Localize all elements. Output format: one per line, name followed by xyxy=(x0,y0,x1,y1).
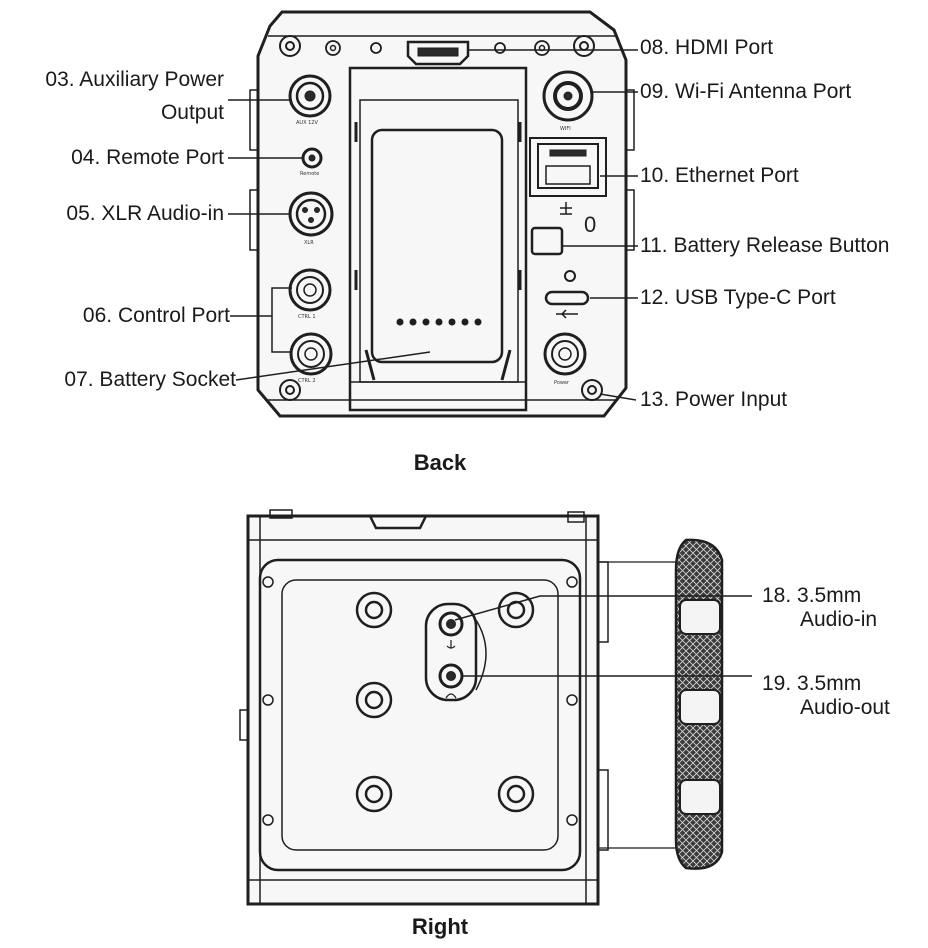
headphone-icon xyxy=(445,693,457,699)
right-view-body xyxy=(239,509,680,906)
label-audio-out-line1: 19. 3.5mm xyxy=(762,672,862,695)
wifi-antenna-port xyxy=(542,70,594,122)
label-remote-port: 04. Remote Port xyxy=(71,146,224,169)
label-battery-socket: 07. Battery Socket xyxy=(64,368,236,391)
label-usb-type-c-port: 12. USB Type-C Port xyxy=(640,286,836,309)
remote-port-text: Remote xyxy=(300,171,319,177)
ethernet-port xyxy=(529,137,607,197)
label-power-input: 13. Power Input xyxy=(640,388,788,411)
label-aux-power-line1: 03. Auxiliary Power xyxy=(45,68,224,91)
hdmi-port xyxy=(406,40,470,66)
label-aux-power-line2: Output xyxy=(160,101,224,124)
audio-jack-panel xyxy=(424,602,487,702)
caption-back: Back xyxy=(413,450,467,475)
network-icon xyxy=(560,202,572,215)
wifi-port-text: WIFI xyxy=(560,126,571,132)
battery-release-button xyxy=(530,226,564,256)
ctrl2-port-text: CTRL 2 xyxy=(298,378,316,384)
knurled-handle xyxy=(674,538,724,870)
label-battery-release-button: 11. Battery Release Button xyxy=(640,234,890,257)
zero-marking: 0 xyxy=(584,212,596,237)
ctrl1-port-text: CTRL 1 xyxy=(298,314,316,320)
label-audio-in-line2: Audio-in xyxy=(800,608,878,631)
label-audio-out-line2: Audio-out xyxy=(800,696,890,719)
control-port-1 xyxy=(288,268,332,312)
audio-in-jack xyxy=(438,611,464,637)
aux-power-port xyxy=(288,74,332,118)
usb-icon xyxy=(556,309,578,319)
microphone-icon xyxy=(446,640,456,649)
label-xlr-audio-in: 05. XLR Audio-in xyxy=(66,202,224,225)
label-control-port: 06. Control Port xyxy=(82,304,230,327)
back-leader-lines xyxy=(228,49,638,401)
aux-port-text: AUX 12V xyxy=(296,120,318,126)
indicator-led xyxy=(564,270,576,282)
remote-port xyxy=(301,147,323,169)
label-wifi-antenna-port: 09. Wi-Fi Antenna Port xyxy=(640,80,852,103)
label-ethernet-port: 10. Ethernet Port xyxy=(640,164,799,187)
caption-right: Right xyxy=(411,914,469,939)
usb-c-port xyxy=(544,290,590,306)
label-audio-in-line1: 18. 3.5mm xyxy=(762,584,862,607)
power-input-port xyxy=(543,332,587,376)
power-port-text: Power xyxy=(554,380,570,386)
xlr-port-text: XLR xyxy=(304,240,314,246)
right-leader-lines xyxy=(454,595,752,677)
label-hdmi-port: 08. HDMI Port xyxy=(640,36,774,59)
control-port-2 xyxy=(289,332,333,376)
battery-socket xyxy=(348,66,528,412)
